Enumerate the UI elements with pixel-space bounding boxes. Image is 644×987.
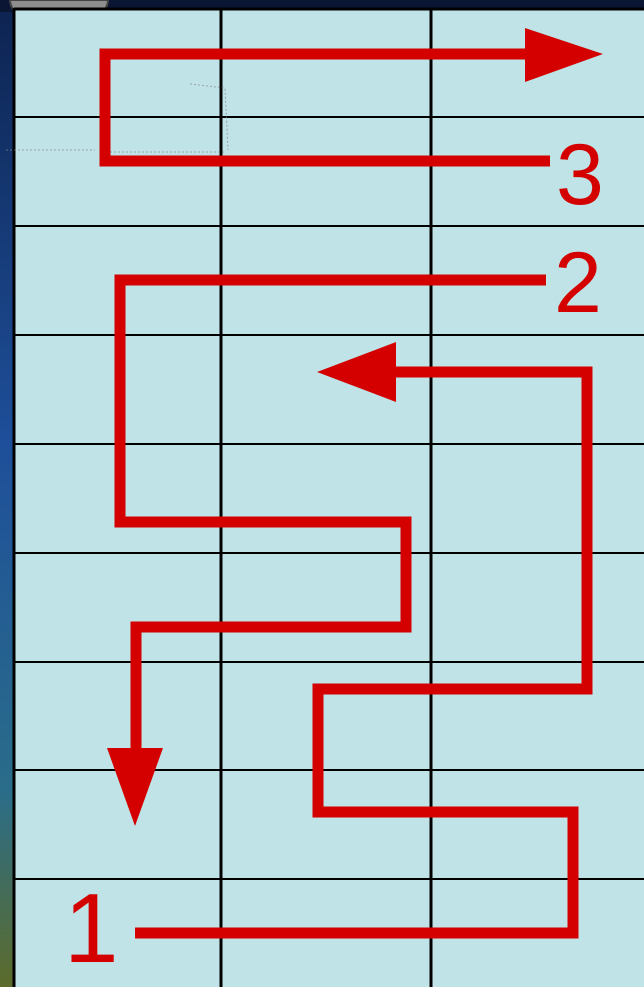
label-path-2: 2 xyxy=(554,235,602,331)
label-path-3: 3 xyxy=(556,127,604,223)
label-path-1: 1 xyxy=(64,873,119,983)
